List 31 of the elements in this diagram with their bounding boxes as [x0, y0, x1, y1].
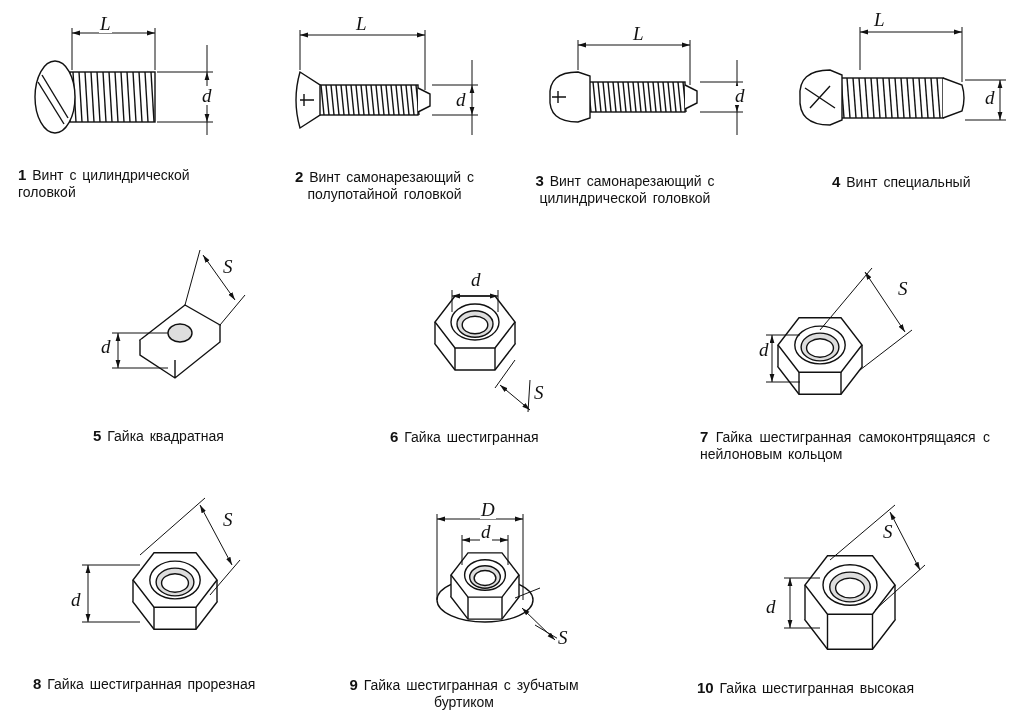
dimension-label: S: [222, 257, 234, 276]
dimension-label: S: [533, 383, 545, 402]
dimension-label: L: [632, 24, 645, 43]
dimension-label: D: [480, 500, 496, 519]
dimension-label: S: [897, 279, 909, 298]
part-caption: 10 Гайка шестигранная высокая: [697, 679, 915, 697]
dimension-label: d: [100, 337, 112, 356]
dimension-label: d: [70, 590, 82, 609]
part-caption: 1 Винт с цилиндрической головкой: [18, 166, 191, 201]
dimension-label: S: [557, 628, 569, 647]
part-caption: 5 Гайка квадратная: [93, 427, 225, 445]
dimension-label: d: [758, 340, 770, 359]
dimension-label: L: [873, 10, 886, 29]
dimension-label: d: [480, 522, 492, 541]
dimension-label: S: [222, 510, 234, 529]
part-caption: 8 Гайка шестигранная прорезная: [33, 675, 257, 693]
dimension-label: L: [99, 14, 112, 33]
part-caption: 4 Винт специальный: [832, 173, 972, 191]
dimension-label: d: [201, 86, 213, 105]
dimension-label: d: [455, 90, 467, 109]
dimension-label: L: [355, 14, 368, 33]
dimension-label: d: [984, 88, 996, 107]
part-caption: 7 Гайка шестигранная самоконтрящаяся с нейлоновым кольцом: [700, 428, 990, 463]
dimension-label: S: [882, 522, 894, 541]
part-caption: 6 Гайка шестигранная: [390, 428, 540, 446]
dimension-label: d: [765, 597, 777, 616]
part-caption: 2 Винт самонарезающий с полупотайной головкой: [293, 168, 476, 203]
part-caption: 9 Гайка шестигранная с зубчатым буртиком: [348, 676, 580, 711]
dimension-label: d: [734, 86, 746, 105]
part-caption: 3 Винт самонарезающий с цилиндрической головкой: [534, 172, 716, 207]
dimension-label: d: [470, 270, 482, 289]
